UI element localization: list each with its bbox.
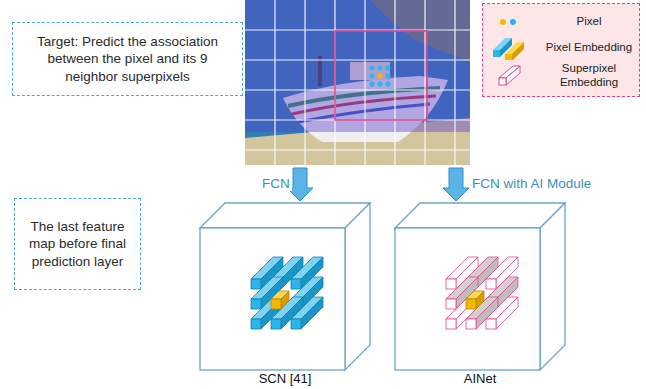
- bar-front: [251, 299, 261, 309]
- bar-front: [466, 319, 476, 329]
- bar-front: [251, 279, 261, 289]
- caption: AINet: [464, 371, 497, 386]
- note-box: Target: Predict the association between …: [12, 22, 243, 96]
- bar-side: [261, 297, 283, 329]
- bar-side: [496, 297, 518, 329]
- legend-text: Pixel: [543, 15, 635, 29]
- legend-box: PixelPixel EmbeddingSuperpixel Embedding: [482, 3, 640, 97]
- pixel-dot: [510, 19, 516, 25]
- bar-front: [446, 319, 456, 329]
- feature-map: SCN [41]: [195, 200, 375, 386]
- bar: [466, 291, 484, 309]
- bar: [251, 297, 283, 329]
- pixel-dot: [500, 19, 506, 25]
- bar-front: [291, 319, 301, 329]
- bar-front: [271, 319, 281, 329]
- bar-front: [446, 279, 456, 289]
- bar-front: [499, 78, 506, 85]
- bar-side: [456, 297, 478, 329]
- feature-map: AINet: [390, 200, 570, 386]
- bar-front: [251, 319, 261, 329]
- bar-front: [446, 299, 456, 309]
- bar-side: [476, 291, 484, 309]
- bar-front: [466, 299, 476, 309]
- bar: [271, 291, 289, 309]
- bar-front: [271, 299, 281, 309]
- embedding-icon: [499, 66, 520, 85]
- bar: [446, 297, 478, 329]
- arrow-label: FCN with AI Module: [470, 176, 593, 191]
- bar-side: [301, 297, 323, 329]
- bar-front: [486, 319, 496, 329]
- embedding-bars: [251, 257, 518, 329]
- legend-swatch: [487, 10, 543, 34]
- legend-row: Pixel: [487, 10, 635, 34]
- bar-front: [493, 50, 500, 57]
- caption: SCN [41]: [259, 371, 312, 386]
- legend-text: Pixel Embedding: [543, 41, 635, 55]
- legend-row: Pixel Embedding: [487, 36, 635, 60]
- note-text: The last feature map before final predic…: [23, 218, 132, 271]
- block-arrow: [443, 168, 469, 201]
- bar-side: [281, 291, 289, 309]
- bar-front: [505, 54, 512, 60]
- bar-front: [291, 279, 301, 289]
- bar-side: [512, 42, 524, 60]
- arrow-label: FCN: [260, 176, 292, 191]
- bar-side: [506, 66, 520, 85]
- feature-cube: [395, 203, 565, 370]
- note-box: The last feature map before final predic…: [14, 198, 141, 290]
- bar-front: [486, 279, 496, 289]
- bar-side: [281, 257, 303, 289]
- legend-row: Superpixel Embedding: [487, 62, 635, 90]
- legend-swatch: [487, 64, 543, 88]
- embedding-icon: [493, 38, 524, 60]
- note-text: Target: Predict the association between …: [21, 33, 234, 86]
- bar-side: [476, 257, 498, 289]
- photo: [245, 0, 470, 165]
- legend-text: Superpixel Embedding: [543, 62, 635, 90]
- legend-swatch: [487, 36, 543, 60]
- feature-cube: [200, 203, 370, 370]
